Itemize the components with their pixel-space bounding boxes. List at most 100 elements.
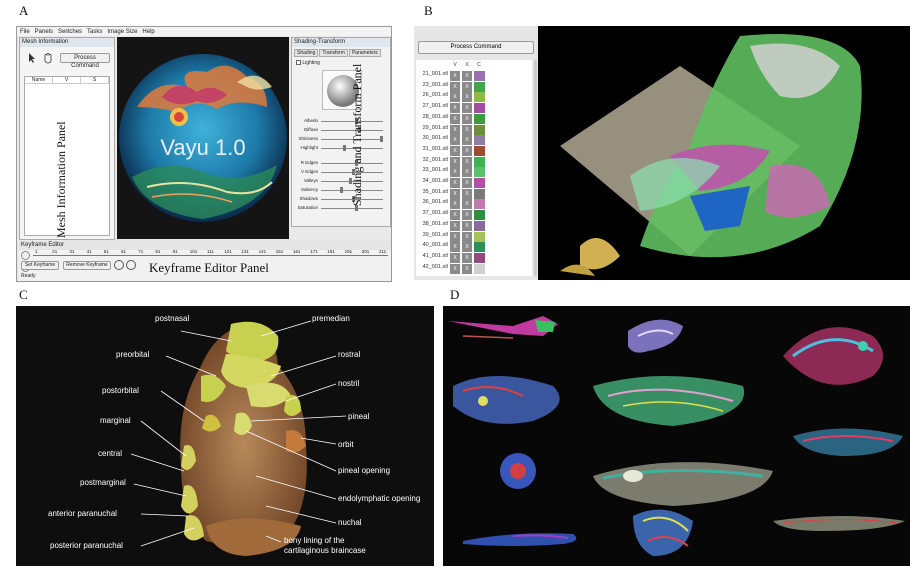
slider-albedo[interactable]: Albedo xyxy=(296,118,386,124)
slider-track[interactable] xyxy=(321,121,383,122)
visible-toggle[interactable]: X xyxy=(450,71,460,81)
process-command-button-b[interactable]: Process Command xyxy=(418,41,534,54)
slider-knob[interactable] xyxy=(379,136,383,142)
color-swatch[interactable] xyxy=(474,156,485,167)
color-swatch[interactable] xyxy=(474,167,485,178)
table-scrollbar[interactable] xyxy=(534,60,537,276)
play-icon[interactable] xyxy=(21,251,30,260)
slider-knob[interactable] xyxy=(339,187,343,193)
visible-toggle[interactable]: X xyxy=(450,81,460,92)
slider-knob[interactable] xyxy=(352,196,355,202)
xray-toggle[interactable]: X xyxy=(462,167,472,178)
color-swatch[interactable] xyxy=(474,220,485,231)
fish-skull-3d-render[interactable] xyxy=(540,26,910,280)
menu-help[interactable]: Help xyxy=(142,28,155,35)
slider-valleys[interactable]: Valleys xyxy=(296,178,386,184)
lighting-checkbox[interactable]: Lighting xyxy=(296,60,320,66)
slider-knob[interactable] xyxy=(348,178,352,184)
visible-toggle[interactable]: X xyxy=(450,231,460,242)
xray-toggle[interactable]: X xyxy=(462,252,472,263)
color-swatch[interactable] xyxy=(474,252,485,263)
light-direction-widget[interactable] xyxy=(322,70,362,110)
zoom-out-icon[interactable] xyxy=(126,260,136,270)
set-keyframe-button[interactable]: Set Keyframe xyxy=(21,261,59,270)
visible-toggle[interactable]: X xyxy=(450,145,460,156)
column-name[interactable]: Name xyxy=(25,77,53,83)
color-swatch[interactable] xyxy=(474,71,485,81)
slider-v-edges[interactable]: V Edges xyxy=(296,169,386,175)
visible-toggle[interactable]: X xyxy=(450,113,460,124)
slider-track[interactable] xyxy=(321,190,383,191)
slider-knob[interactable] xyxy=(358,127,362,133)
visible-toggle[interactable]: X xyxy=(450,167,460,178)
color-swatch[interactable] xyxy=(474,145,485,156)
tab-parameters[interactable]: Parameters xyxy=(348,49,381,57)
menu-panels[interactable]: Panels xyxy=(34,28,54,35)
xray-toggle[interactable]: X xyxy=(462,156,472,167)
tab-shading[interactable]: Shading xyxy=(294,49,319,57)
xray-toggle[interactable]: X xyxy=(462,135,472,146)
visible-toggle[interactable]: X xyxy=(450,92,460,103)
pointer-icon[interactable] xyxy=(26,52,38,64)
slider-track[interactable] xyxy=(321,139,383,140)
slider-r-edges[interactable]: R Edges xyxy=(296,160,386,166)
color-swatch[interactable] xyxy=(474,81,485,92)
slider-track[interactable] xyxy=(321,130,383,131)
slider-knob[interactable] xyxy=(352,169,355,175)
process-command-button[interactable]: Process Command xyxy=(60,53,110,69)
column-v[interactable]: V xyxy=(53,77,81,83)
visible-toggle[interactable]: X xyxy=(450,242,460,253)
slider-knob[interactable] xyxy=(355,118,359,124)
column-c[interactable]: C xyxy=(474,60,484,70)
color-swatch[interactable] xyxy=(474,113,485,124)
color-swatch[interactable] xyxy=(474,103,485,114)
visible-toggle[interactable]: X xyxy=(450,188,460,199)
slider-knob[interactable] xyxy=(355,160,359,166)
xray-toggle[interactable]: X xyxy=(462,220,472,231)
color-swatch[interactable] xyxy=(474,124,485,135)
zoom-in-icon[interactable] xyxy=(114,260,124,270)
visible-toggle[interactable]: X xyxy=(450,103,460,114)
xray-toggle[interactable]: X xyxy=(462,242,472,253)
menu-file[interactable]: File xyxy=(20,28,30,35)
menu-tasks[interactable]: Tasks xyxy=(87,28,103,35)
slider-knob[interactable] xyxy=(355,205,359,211)
xray-toggle[interactable]: X xyxy=(462,124,472,135)
color-swatch[interactable] xyxy=(474,135,485,146)
slider-diffuse[interactable]: Diffuse xyxy=(296,127,386,133)
color-swatch[interactable] xyxy=(474,210,485,221)
checkbox-icon[interactable] xyxy=(296,60,301,66)
visible-toggle[interactable]: X xyxy=(450,210,460,221)
xray-toggle[interactable]: X xyxy=(462,92,472,103)
visible-toggle[interactable]: X xyxy=(450,124,460,135)
slider-track[interactable] xyxy=(321,148,383,149)
mesh-list[interactable]: Name V S xyxy=(24,76,110,236)
column-x[interactable]: X xyxy=(462,60,472,70)
slider-saturation[interactable]: Saturation xyxy=(296,205,386,211)
slider-track[interactable] xyxy=(321,208,383,209)
hand-icon[interactable] xyxy=(42,52,54,64)
xray-toggle[interactable]: X xyxy=(462,199,472,210)
color-swatch[interactable] xyxy=(474,199,485,210)
color-swatch[interactable] xyxy=(474,242,485,253)
visible-toggle[interactable]: X xyxy=(450,199,460,210)
column-s[interactable]: S xyxy=(81,77,109,83)
slider-track[interactable] xyxy=(321,181,383,182)
render-viewport[interactable]: Vayu 1.0 xyxy=(117,37,289,239)
slider-track[interactable] xyxy=(321,163,383,164)
slider-shininess[interactable]: Shininess xyxy=(296,136,386,142)
